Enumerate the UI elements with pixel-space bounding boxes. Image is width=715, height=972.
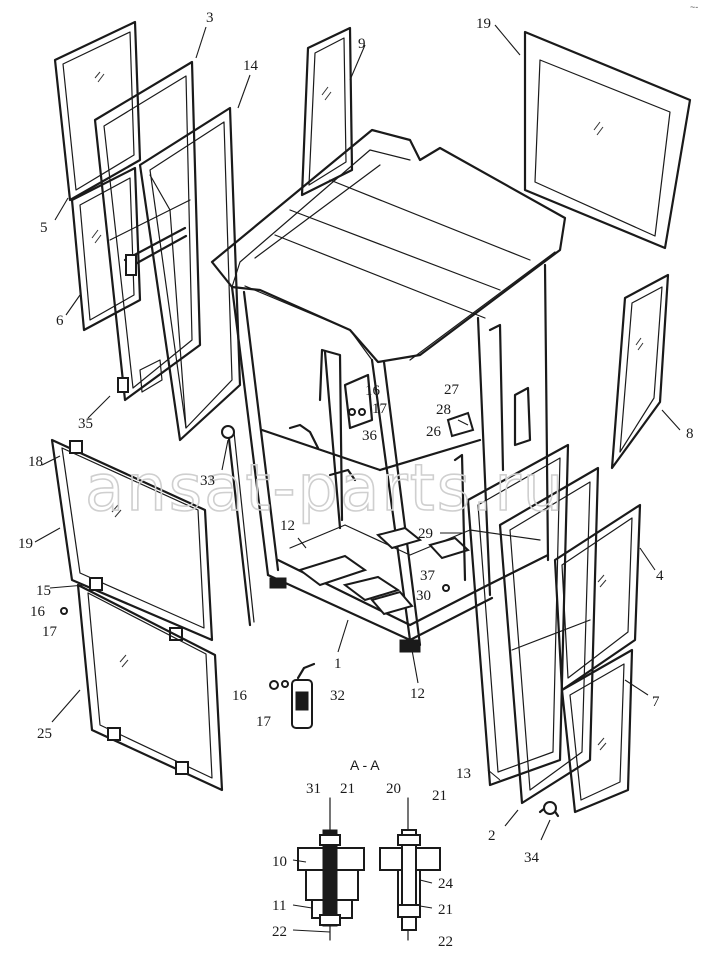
callout-12-left: 12 — [280, 518, 295, 534]
callout-15: 15 — [36, 583, 51, 599]
part-33-wiper — [221, 425, 255, 627]
part-25-front-glass — [76, 583, 224, 792]
part-6-glass-panel — [70, 166, 142, 332]
section-callout-21a: 21 — [340, 781, 355, 797]
cab-frame — [230, 263, 550, 653]
callout-12-right: 12 — [410, 686, 425, 702]
part-3-door-frame — [93, 60, 202, 402]
callout-25: 25 — [37, 726, 52, 742]
callout-36: 36 — [362, 428, 378, 444]
callout-17-left: 17 — [42, 624, 58, 640]
part-4-glass — [553, 503, 642, 692]
leader-lines — [34, 24, 681, 933]
callout-5: 5 — [40, 220, 48, 236]
part-14-door — [138, 106, 242, 442]
fasteners — [60, 377, 560, 818]
callout-17-cab: 17 — [372, 401, 388, 417]
callout-7: 7 — [652, 694, 660, 710]
section-callout-11: 11 — [272, 898, 286, 914]
callout-35: 35 — [78, 416, 93, 432]
section-a-a: A - A — [297, 757, 441, 941]
callout-17-lower: 17 — [256, 714, 272, 730]
part-23-rear-glass — [523, 30, 692, 250]
callout-29: 29 — [418, 526, 433, 542]
section-callout-22b: 22 — [438, 934, 453, 950]
callout-9: 9 — [358, 36, 366, 52]
part-5-glass-panel — [53, 20, 142, 202]
callout-16-lower: 16 — [232, 688, 248, 704]
callout-37: 37 — [420, 568, 436, 584]
callout-labels: 3 14 9 19 5 6 35 8 4 7 18 19 15 16 17 25… — [18, 10, 694, 866]
callout-33: 33 — [200, 473, 215, 489]
section-callout-22a: 22 — [272, 924, 287, 940]
callout-26: 26 — [426, 424, 442, 440]
corner-mark: ~- — [690, 2, 698, 12]
callout-13: 13 — [456, 766, 471, 782]
part-9-glass — [300, 26, 354, 197]
watermark: ansat-parts.ru — [85, 452, 565, 526]
callout-16-cab: 16 — [365, 383, 381, 399]
callout-18: 18 — [28, 454, 43, 470]
callout-14: 14 — [243, 58, 259, 74]
callout-8: 8 — [686, 426, 694, 442]
callout-6: 6 — [56, 313, 64, 329]
cab-roof — [210, 128, 567, 364]
section-callout-20: 20 — [386, 781, 401, 797]
callout-32: 32 — [330, 688, 345, 704]
callout-16-left: 16 — [30, 604, 46, 620]
callout-3: 3 — [206, 10, 214, 26]
section-callout-10: 10 — [272, 854, 287, 870]
section-callout-21c: 21 — [438, 902, 453, 918]
callout-30: 30 — [416, 588, 431, 604]
callout-23: 19 — [476, 16, 491, 32]
part-8-glass — [610, 273, 670, 470]
callout-34: 34 — [524, 850, 540, 866]
part-2-door — [498, 466, 600, 805]
section-callout-labels: 31 21 20 21 10 24 11 21 22 22 — [272, 781, 454, 950]
callout-19: 19 — [18, 536, 33, 552]
section-callout-24: 24 — [438, 876, 454, 892]
section-title: A - A — [350, 757, 380, 773]
callout-27: 27 — [444, 382, 460, 398]
callout-4: 4 — [656, 568, 664, 584]
callout-1: 1 — [334, 656, 342, 672]
callout-2: 2 — [488, 828, 496, 844]
part-7-glass — [560, 648, 634, 814]
callout-28: 28 — [436, 402, 451, 418]
part-13-door-frame — [466, 443, 570, 787]
part-32-extinguisher — [291, 662, 316, 729]
section-callout-31: 31 — [306, 781, 321, 797]
section-callout-21b: 21 — [432, 788, 447, 804]
